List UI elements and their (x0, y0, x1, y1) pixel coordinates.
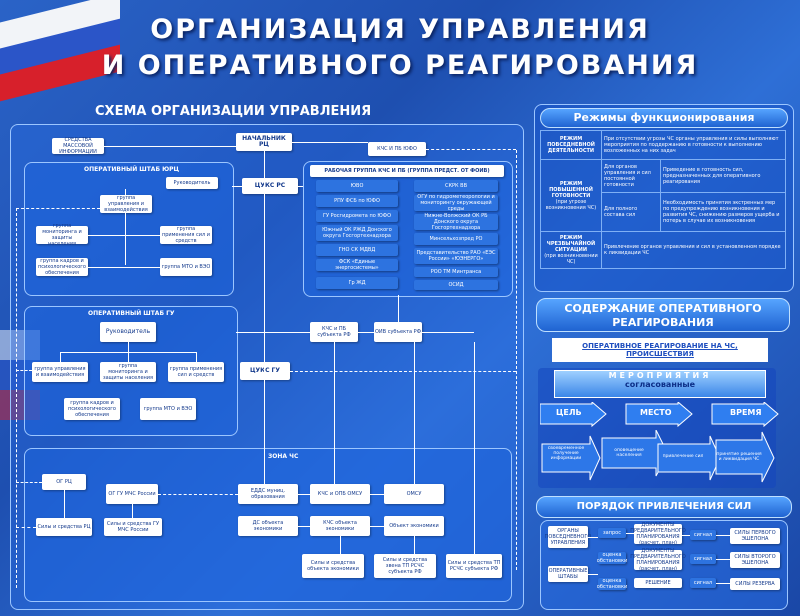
title-line1: ОРГАНИЗАЦИЯ УПРАВЛЕНИЯ (150, 14, 650, 45)
shtab-yurc-label: ОПЕРАТИВНЫЙ ШТАБ ЮРЦ (84, 166, 180, 173)
kchs-yufo-box: КЧС И ПБ ЮФО (368, 142, 426, 156)
wg-left-item: РПУ ФСБ по ЮФО (316, 195, 398, 207)
edds-box: ЕДДС муниц. образования (238, 484, 298, 504)
economy-object-box: Объект экономики (384, 516, 444, 536)
mode-emergency-title: РЕЖИМ ЧРЕЗВЫЧАЙНОЙ СИТУАЦИИ (546, 235, 596, 253)
gu-group-mto: группа МТО и ВЭО (140, 398, 196, 420)
scheme-title: СХЕМА ОРГАНИЗАЦИИ УПРАВЛЕНИЯ (95, 104, 372, 119)
wg-left-item: ГУ Росгидромета по ЮФО (316, 210, 398, 222)
measures-title: МЕРОПРИЯТИЯ (608, 371, 712, 380)
mode-readiness-a: Для органов управления и сил постоянной … (601, 159, 661, 193)
order-forces-second: СИЛЫ ВТОРОГО ЭШЕЛОНА (730, 552, 780, 568)
measures-subtitle: согласованные (624, 380, 696, 389)
wg-left-item: ЮВО (316, 180, 398, 192)
kchs-subject-box: КЧС и ПБ субъекта РФ (310, 322, 358, 342)
kchs-object-box: КЧС объекта экономики (310, 516, 370, 536)
wg-left-item: Гр ЖД (316, 277, 398, 289)
forces-gu-box: Силы и средства ГУ МЧС России (104, 518, 162, 536)
order-docs-2: ДОКУМЕНТЫ ПРЕДВАРИТЕЛЬНОГО ПЛАНИРОВАНИЯ … (630, 548, 686, 572)
wg-left-item: Южный ОК РЖД Донского округа Госгортехна… (316, 225, 398, 241)
yurc-group-mto: группа МТО и ВЭО (160, 258, 212, 276)
og-gu-box: ОГ ГУ МЧС России (106, 484, 158, 504)
order-signal-3: сигнал (690, 578, 716, 588)
order-decision: РЕШЕНИЕ (634, 578, 682, 588)
gu-rukovoditel-box: Руководитель (100, 322, 156, 342)
wg-right-item: Минсельхозпред РО (414, 233, 498, 245)
mode-emergency-text: Привлечение органов управления и сил в у… (601, 231, 786, 269)
step2-label: оповещение населения (614, 448, 644, 458)
wg-right-item: ОСИД (414, 280, 498, 290)
working-group-title: РАБОЧАЯ ГРУППА КЧС И ПБ (ГРУППА ПРЕДСТ. … (310, 165, 504, 177)
oiv-subject-box: ОИВ субъекта РФ (374, 322, 422, 342)
order-assessment-1: оценка обстановки (596, 552, 628, 564)
order-title: ПОРЯДОК ПРИВЛЕЧЕНИЯ СИЛ (536, 496, 792, 518)
order-hq: ОПЕРАТИВНЫЕ ШТАБЫ (548, 566, 588, 582)
ds-object-box: ДС объекта экономики (238, 516, 298, 536)
place-label: МЕСТО (640, 408, 672, 417)
measures-header: МЕРОПРИЯТИЯ согласованные (554, 370, 766, 398)
mode-readiness-b: Для полного состава сил (601, 192, 661, 232)
order-docs-1: ДОКУМЕНТЫ ПРЕДВАРИТЕЛЬНОГО ПЛАНИРОВАНИЯ … (630, 522, 686, 546)
goal-label: ЦЕЛЬ (556, 408, 582, 417)
order-forces-reserve: СИЛЫ РЕЗЕРВА (730, 578, 780, 590)
shtab-gu-label: ОПЕРАТИВНЫЙ ШТАБ ГУ (88, 310, 175, 317)
forces-rc-box: Силы и средства РЦ (36, 518, 92, 536)
forces-object-box: Силы и средства объекта экономики (302, 554, 364, 578)
step3-label: привлечение сил (662, 454, 704, 459)
omsu-box: ОМСУ (384, 484, 444, 504)
kchs-omsu-box: КЧС и ОПБ ОМСУ (310, 484, 370, 504)
mode-readiness-title: РЕЖИМ ПОВЫШЕННОЙ ГОТОВНОСТИ (549, 180, 593, 199)
order-daily-management: ОРГАНЫ ПОВСЕДНЕВНОГО УПРАВЛЕНИЯ (544, 526, 592, 548)
yurc-group-forces: группа применения сил и средств (160, 226, 212, 244)
gu-group-management: группа управления и взаимодействия (32, 362, 88, 382)
forces-zveno-box: Силы и средства звена ТП РСЧС субъекта Р… (374, 554, 436, 578)
mode-readiness-sub: (при угрозе возникновения ЧС) (545, 198, 597, 211)
wg-right-item: РОО ТМ Минтранса (414, 267, 498, 277)
media-box: СРЕДСТВА МАССОВОЙ ИНФОРМАЦИИ (52, 137, 104, 155)
wg-left-item: ГНО СК МДВД (316, 244, 398, 256)
order-request: запрос (598, 528, 626, 538)
page-title: ОРГАНИЗАЦИЯ УПРАВЛЕНИЯ И ОПЕРАТИВНОГО РЕ… (0, 12, 800, 84)
content-subtitle: ОПЕРАТИВНОЕ РЕАГИРОВАНИЕ НА ЧС, ПРОИСШЕС… (552, 338, 768, 362)
order-assessment-2: оценка обстановки (596, 578, 628, 590)
gu-group-forces: группа применения сил и средств (168, 362, 224, 382)
cuks-rc-box: ЦУКС РС (242, 178, 298, 194)
modes-title: Режимы функционирования (540, 108, 788, 128)
step1-label: своевременное получение информации (547, 446, 585, 461)
order-forces-first: СИЛЫ ПЕРВОГО ЭШЕЛОНА (730, 528, 780, 544)
yurc-group-management: группа управления и взаимодействия (100, 195, 152, 213)
zone-chs-label: ЗОНА ЧС (268, 453, 299, 460)
step4-label: принятие решения и ликвидация ЧС (716, 452, 762, 462)
wg-right-item: Представительство РАО «ЕЭС России» «ЮЭНЕ… (414, 248, 498, 264)
yurc-rukovoditel-box: Руководитель (166, 177, 218, 189)
gu-group-personnel: группа кадров и психологического обеспеч… (64, 398, 120, 420)
mode-readiness-b-text: Необходимость принятия экстренных мер по… (660, 192, 786, 232)
wg-right-item: СКРК ВВ (414, 180, 498, 192)
mode-daily-text: При отсутствии угрозы ЧС органы управлен… (601, 130, 786, 160)
cuks-gu-box: ЦУКС ГУ (240, 362, 290, 380)
time-label: ВРЕМЯ (730, 408, 762, 417)
title-line2: И ОПЕРАТИВНОГО РЕАГИРОВАНИЯ (101, 50, 699, 81)
forces-tp-box: Силы и средства ТП РСЧС субъекта РФ (446, 554, 502, 578)
order-signal-1: сигнал (690, 530, 716, 540)
steps-arrows (541, 430, 775, 483)
mode-daily-name: РЕЖИМ ПОВСЕДНЕВНОЙ ДЕЯТЕЛЬНОСТИ (540, 130, 602, 160)
wg-left-item: ФСК «Единые энергосистемы» (316, 259, 398, 271)
modes-table: РЕЖИМ ПОВСЕДНЕВНОЙ ДЕЯТЕЛЬНОСТИ При отсу… (540, 130, 786, 269)
content-title: СОДЕРЖАНИЕ ОПЕРАТИВНОГО РЕАГИРОВАНИЯ (536, 298, 790, 332)
yurc-group-personnel: группа кадров и психологического обеспеч… (36, 258, 88, 276)
mode-emergency-sub: (при возникновении ЧС) (544, 253, 598, 265)
gpt-arrows (540, 402, 779, 428)
wg-right-item: ОГУ по гидрометеорологии и мониторингу о… (414, 194, 498, 212)
wg-right-item: Нижне-Волжский ОК РБ Донского округа Гос… (414, 213, 498, 231)
og-rc-box: ОГ РЦ (42, 474, 86, 490)
mode-emergency-name: РЕЖИМ ЧРЕЗВЫЧАЙНОЙ СИТУАЦИИ (при возникн… (540, 231, 602, 269)
mode-readiness-a-text: Приведение в готовность сил, предназначе… (660, 159, 786, 193)
chief-box: НАЧАЛЬНИК РЦ (236, 133, 292, 151)
gu-group-monitoring: группа мониторинга и защиты населения (100, 362, 156, 382)
mode-readiness-name: РЕЖИМ ПОВЫШЕННОЙ ГОТОВНОСТИ (при угрозе … (540, 159, 602, 232)
yurc-group-monitoring: группа мониторинга и защиты населения (36, 223, 88, 247)
order-signal-2: сигнал (690, 554, 716, 564)
